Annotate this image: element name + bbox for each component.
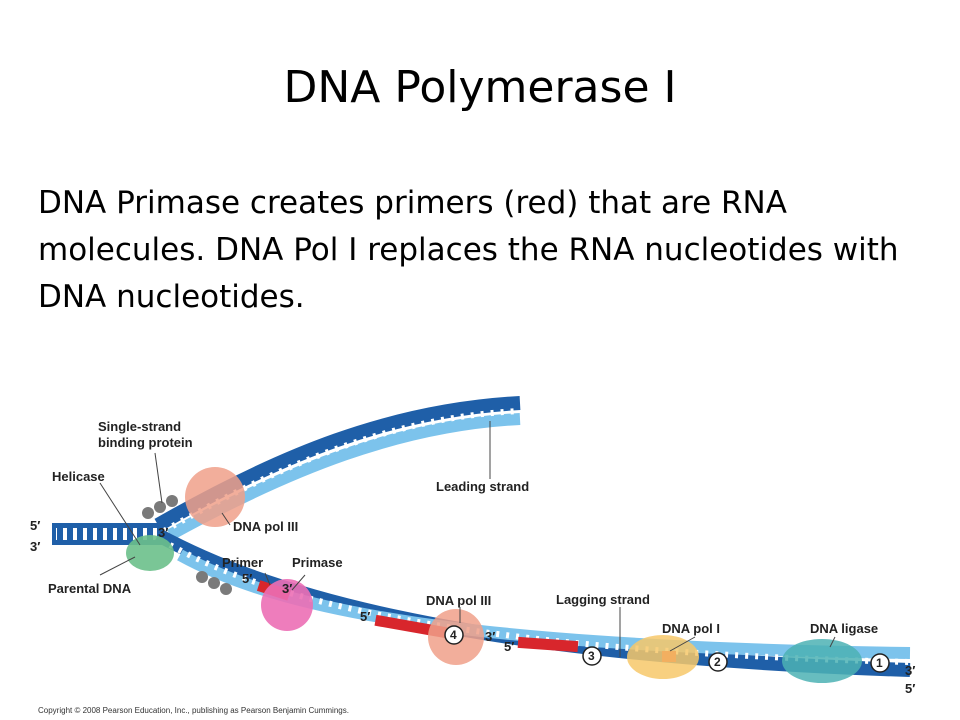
- end-left-3: 3′: [30, 539, 40, 554]
- end-5-fragment: 5′: [360, 609, 370, 624]
- end-5-primer: 5′: [242, 571, 252, 586]
- step-2: 2: [714, 655, 721, 669]
- label-leading-strand: Leading strand: [436, 479, 529, 494]
- end-right-5: 5′: [905, 681, 915, 696]
- end-3-top-pol: 3′: [158, 525, 168, 540]
- step-3: 3: [588, 649, 595, 663]
- helicase-enzyme: [126, 535, 174, 571]
- label-ssb-line1: Single-strand: [98, 419, 181, 434]
- leader-lines: [99, 421, 836, 657]
- step-4: 4: [450, 628, 457, 642]
- single-strand-binding-proteins: [142, 495, 232, 595]
- label-dna-ligase: DNA ligase: [810, 621, 878, 636]
- dna-replication-figure: 1 2 3 4 Single-strand binding protein He…: [30, 396, 915, 696]
- end-3-bottom-pol: 3′: [485, 629, 495, 644]
- step-1: 1: [876, 656, 883, 670]
- label-parental-dna: Parental DNA: [48, 581, 132, 596]
- label-dna-pol-i: DNA pol I: [662, 621, 720, 636]
- end-5-bottom-pol: 5′: [504, 639, 514, 654]
- dna-pol-iii-top-enzyme: [185, 467, 245, 527]
- label-dna-pol-iii-bottom: DNA pol III: [426, 593, 491, 608]
- label-dna-pol-iii-top: DNA pol III: [233, 519, 298, 534]
- label-ssb-line2: binding protein: [98, 435, 193, 450]
- slide-body-text: DNA Primase creates primers (red) that a…: [38, 185, 899, 315]
- label-primase: Primase: [292, 555, 343, 570]
- end-right-3: 3′: [905, 663, 915, 678]
- label-primer: Primer: [222, 555, 263, 570]
- dna-ligase-enzyme: [782, 639, 862, 683]
- copyright-notice: Copyright © 2008 Pearson Education, Inc.…: [38, 706, 349, 715]
- primase-enzyme: [261, 579, 313, 631]
- label-lagging-strand: Lagging strand: [556, 592, 650, 607]
- step-markers: 1 2 3 4: [444, 625, 890, 673]
- dna-pol-i-enzyme: [627, 635, 699, 679]
- slide-title: DNA Polymerase I: [283, 62, 677, 113]
- label-helicase: Helicase: [52, 469, 105, 484]
- end-left-5: 5′: [30, 518, 40, 533]
- end-3-primer: 3′: [282, 581, 292, 596]
